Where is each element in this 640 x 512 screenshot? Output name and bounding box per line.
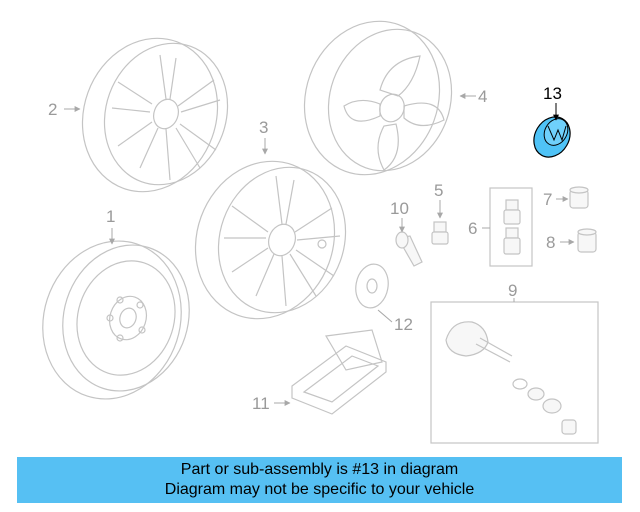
bolt-kit-case-part-11 [291,329,387,415]
callout-9: 9 [508,281,517,300]
bolt-set-part-6 [489,187,533,267]
callout-8: 8 [546,233,555,252]
parts-diagram: 1 2 3 4 5 [42,20,599,444]
valve-stem-part-10 [395,231,423,267]
callout-7: 7 [543,190,552,209]
caption-line-2: Diagram may not be specific to your vehi… [164,481,475,498]
caption-bar: Part or sub-assembly is #13 in diagram D… [17,457,622,503]
center-cap-part-13 [533,116,571,158]
callout-13: 13 [543,84,562,103]
callout-1: 1 [106,207,115,226]
callout-6: 6 [468,219,477,238]
cap-part-7 [569,186,589,209]
callout-2: 2 [48,100,57,119]
callout-3: 3 [259,118,268,137]
callout-10: 10 [390,199,409,218]
steel-wheel-part-1 [42,240,190,400]
alloy-wheel-part-3 [194,160,347,320]
caption-line-1: Part or sub-assembly is #13 in diagram [180,461,459,478]
callout-11: 11 [252,394,270,413]
tpms-sensor-kit-part-9 [430,301,599,444]
alloy-wheel-part-2 [81,37,229,193]
callout-12: 12 [394,315,413,334]
cap-part-8 [577,228,597,253]
adapter-plate-part-12 [355,263,389,309]
callout-4: 4 [478,87,487,106]
alloy-wheel-part-4 [303,20,453,176]
lug-bolt-part-5 [431,221,449,245]
callout-5: 5 [434,181,443,200]
